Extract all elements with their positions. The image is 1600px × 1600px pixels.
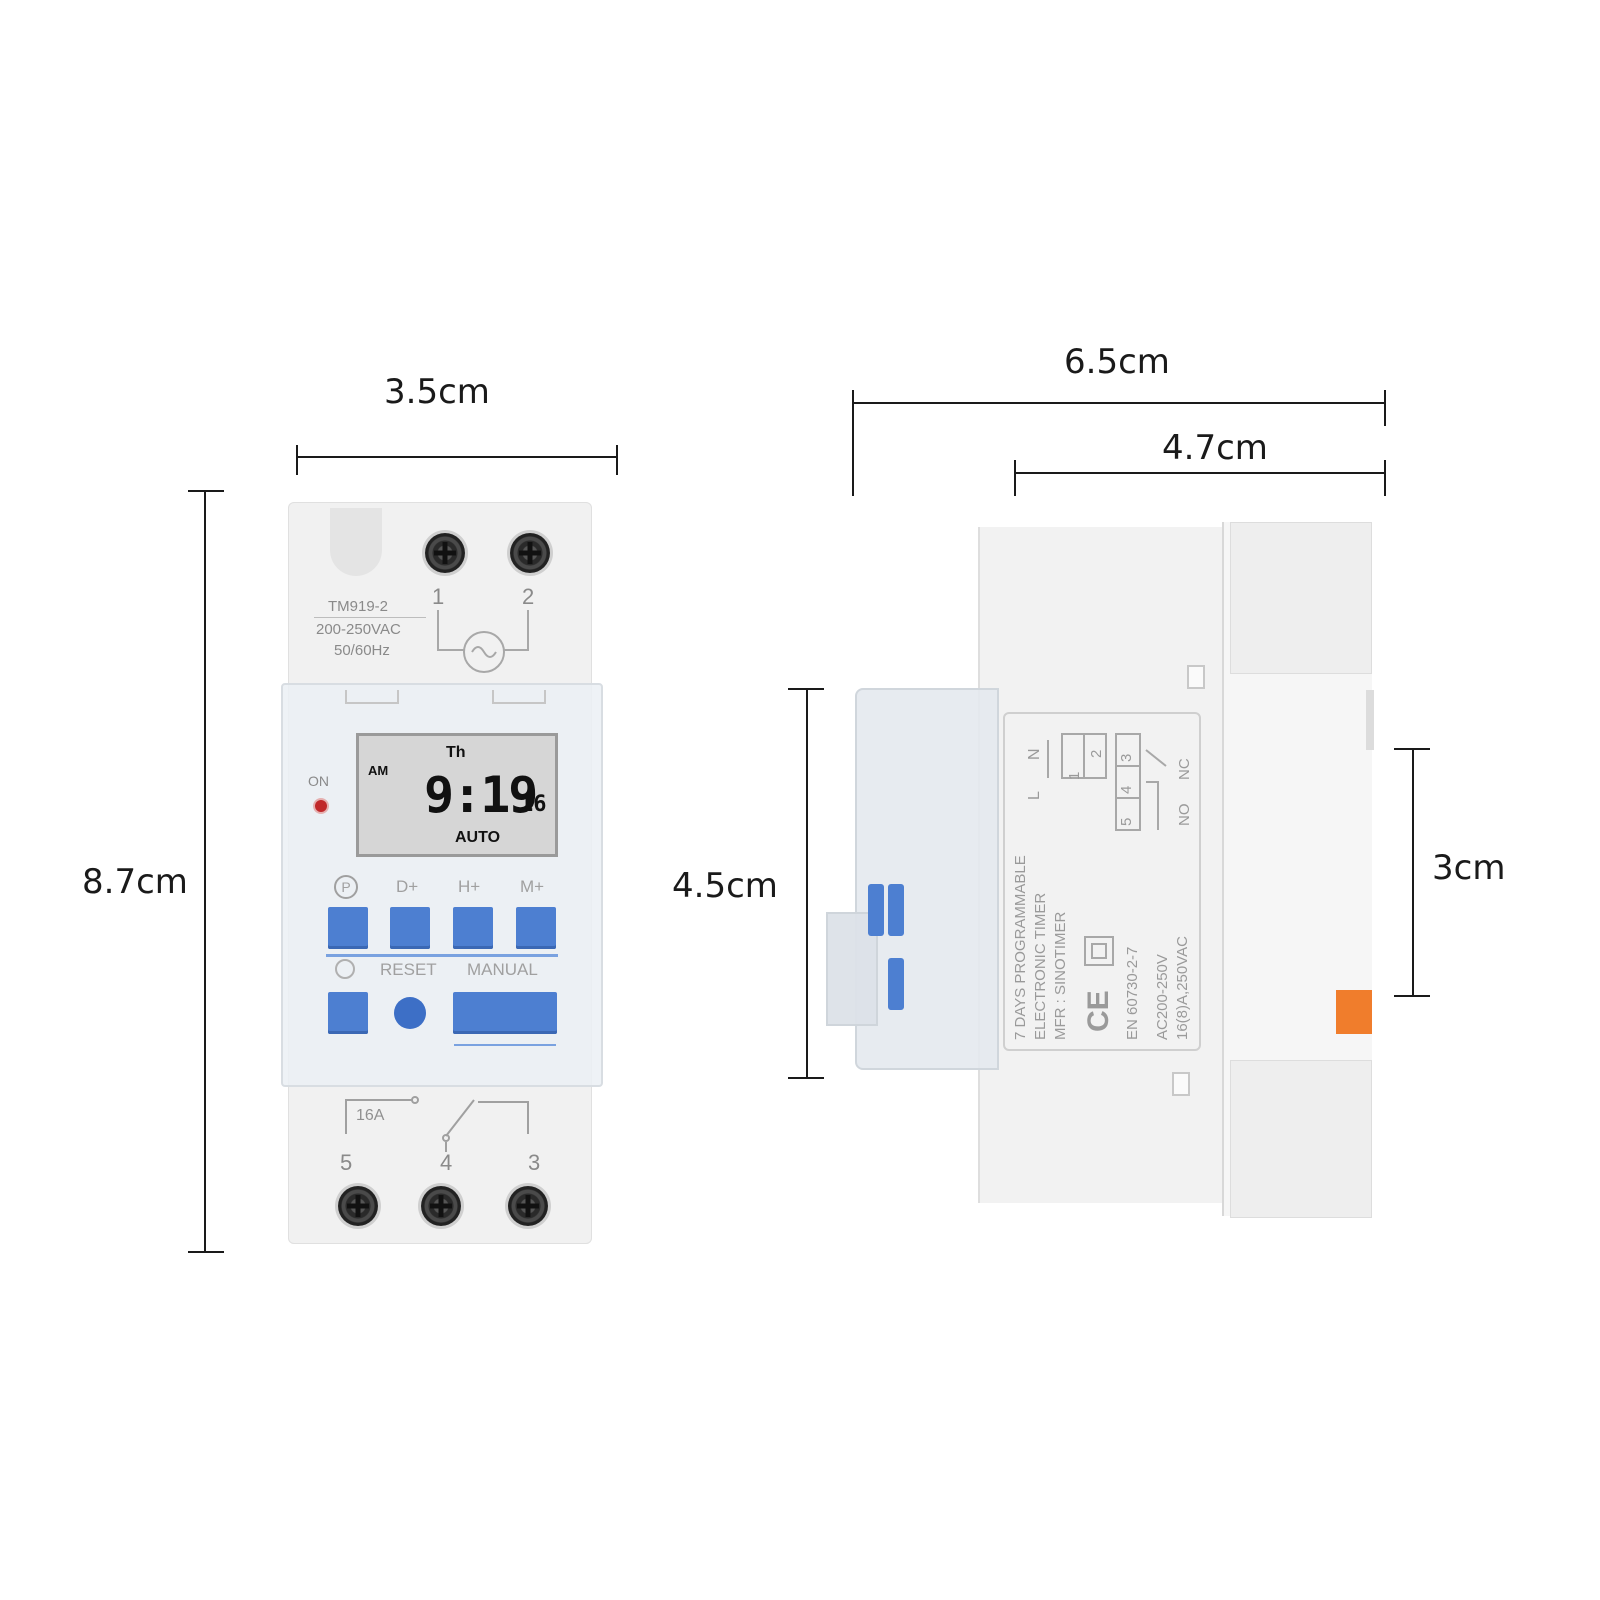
side-body-depth-tick-right <box>1384 460 1386 496</box>
ce-mark: CE <box>1082 990 1115 1032</box>
front-width-label: 3.5cm <box>384 372 490 412</box>
relay-contact-icon <box>345 1096 529 1152</box>
vent-slot <box>1172 1072 1190 1096</box>
front-top-notch <box>330 508 382 576</box>
spec-line-4: EN 60730-2-7 <box>1124 946 1141 1040</box>
terminal-2: 2 <box>1088 749 1105 758</box>
button-label-hour: H+ <box>458 877 481 896</box>
screw-icon[interactable] <box>338 1186 378 1226</box>
side-total-depth-tick-right <box>1384 390 1386 426</box>
side-rail-height-tick-bottom <box>1394 995 1430 997</box>
front-width-tick-right <box>616 445 618 475</box>
relay-label-no: NO <box>1176 803 1193 827</box>
terminal-N: N <box>1026 748 1043 760</box>
svg-text:P: P <box>341 879 350 895</box>
front-height-label: 8.7cm <box>82 862 188 902</box>
side-body-depth-label: 4.7cm <box>1162 428 1268 468</box>
model-label: TM919-2 <box>328 598 389 615</box>
manual-button[interactable] <box>453 992 557 1034</box>
side-rail-height-line <box>1412 748 1414 996</box>
power-led-icon <box>315 800 327 812</box>
double-insulation-icon <box>1084 936 1114 966</box>
button-label-day: D+ <box>396 877 419 896</box>
voltage-label: 200-250VAC <box>316 621 401 638</box>
terminal-number: 1 <box>432 584 445 609</box>
side-rail-height-tick-top <box>1394 748 1430 750</box>
relay-terminal-3: 3 <box>1118 753 1135 762</box>
lcd-display <box>356 733 558 857</box>
side-cover-clip[interactable] <box>855 688 999 1070</box>
led-label: ON <box>308 773 329 789</box>
button-rail <box>326 954 558 957</box>
side-rail-height-label: 3cm <box>1432 848 1506 888</box>
spec-line-5: AC200-250V <box>1154 954 1171 1040</box>
side-clip-height-tick-bottom <box>788 1077 824 1079</box>
lcd-seconds: 16 <box>520 792 547 817</box>
cover-tab <box>492 690 546 704</box>
hour-plus-button[interactable] <box>453 907 493 949</box>
vent-slot <box>1187 665 1205 689</box>
lcd-mode: AUTO <box>455 829 501 846</box>
model-underline <box>314 617 426 618</box>
program-button[interactable] <box>328 907 368 949</box>
spec-line-2: ELECTRONIC TIMER <box>1032 892 1049 1040</box>
screw-icon[interactable] <box>425 533 465 573</box>
wiring-diagram-icon <box>1047 733 1167 831</box>
ac-supply-icon <box>437 610 529 673</box>
screw-icon[interactable] <box>421 1186 461 1226</box>
cover-tab <box>345 690 399 704</box>
spec-line-1: 7 DAYS PROGRAMMABLE <box>1012 855 1029 1040</box>
lcd-time: 9:19 <box>424 766 538 824</box>
terminal-number: 3 <box>528 1150 541 1175</box>
button-label-minute: M+ <box>520 877 545 896</box>
lcd-meridiem: AM <box>368 763 389 778</box>
side-clip-height-line <box>806 688 808 1078</box>
terminal-1: 1 <box>1066 771 1083 780</box>
front-height-tick-top <box>188 490 224 492</box>
program-icon: P <box>334 875 358 899</box>
side-body-depth-tick-left <box>1014 460 1016 496</box>
front-width-line <box>296 456 618 458</box>
side-clip-height-tick-top <box>788 688 824 690</box>
side-bottom-step <box>1230 1060 1372 1218</box>
side-clip-height-label: 4.5cm <box>672 866 778 906</box>
terminal-number: 4 <box>440 1150 453 1175</box>
spec-line-6: 16(8)A,250VAC <box>1174 936 1191 1040</box>
day-plus-button[interactable] <box>390 907 430 949</box>
manual-rail <box>454 1044 556 1046</box>
relay-label-nc: NC <box>1176 758 1193 780</box>
reset-button[interactable] <box>394 997 426 1029</box>
spec-line-3: MFR : SINOTIMER <box>1052 911 1069 1040</box>
side-total-depth-label: 6.5cm <box>1064 342 1170 382</box>
relay-terminal-5: 5 <box>1118 817 1135 826</box>
manual-label: MANUAL <box>467 960 538 979</box>
lcd-day: Th <box>446 744 466 761</box>
side-button-edge <box>888 958 904 1010</box>
side-button-edge <box>868 884 884 936</box>
side-top-step <box>1230 522 1372 674</box>
din-latch[interactable] <box>1336 990 1372 1034</box>
front-height-line <box>204 490 206 1252</box>
relay-terminal-4: 4 <box>1118 785 1135 794</box>
side-spec-label <box>1003 712 1201 1051</box>
frequency-label: 50/60Hz <box>334 642 390 659</box>
side-button-edge <box>888 884 904 936</box>
front-height-tick-bottom <box>188 1251 224 1253</box>
side-body-depth-line <box>1014 472 1386 474</box>
side-total-depth-line <box>852 402 1386 404</box>
clock-button[interactable] <box>328 992 368 1034</box>
current-rating: 16A <box>356 1107 385 1124</box>
terminal-number: 2 <box>522 584 535 609</box>
side-total-depth-tick-left <box>852 390 854 496</box>
minute-plus-button[interactable] <box>516 907 556 949</box>
terminal-L: L <box>1026 791 1043 800</box>
screw-icon[interactable] <box>510 533 550 573</box>
clock-icon <box>335 959 355 979</box>
screw-icon[interactable] <box>508 1186 548 1226</box>
front-width-tick-left <box>296 445 298 475</box>
rail-notch <box>1366 690 1374 750</box>
reset-label: RESET <box>380 960 437 979</box>
terminal-number: 5 <box>340 1150 353 1175</box>
